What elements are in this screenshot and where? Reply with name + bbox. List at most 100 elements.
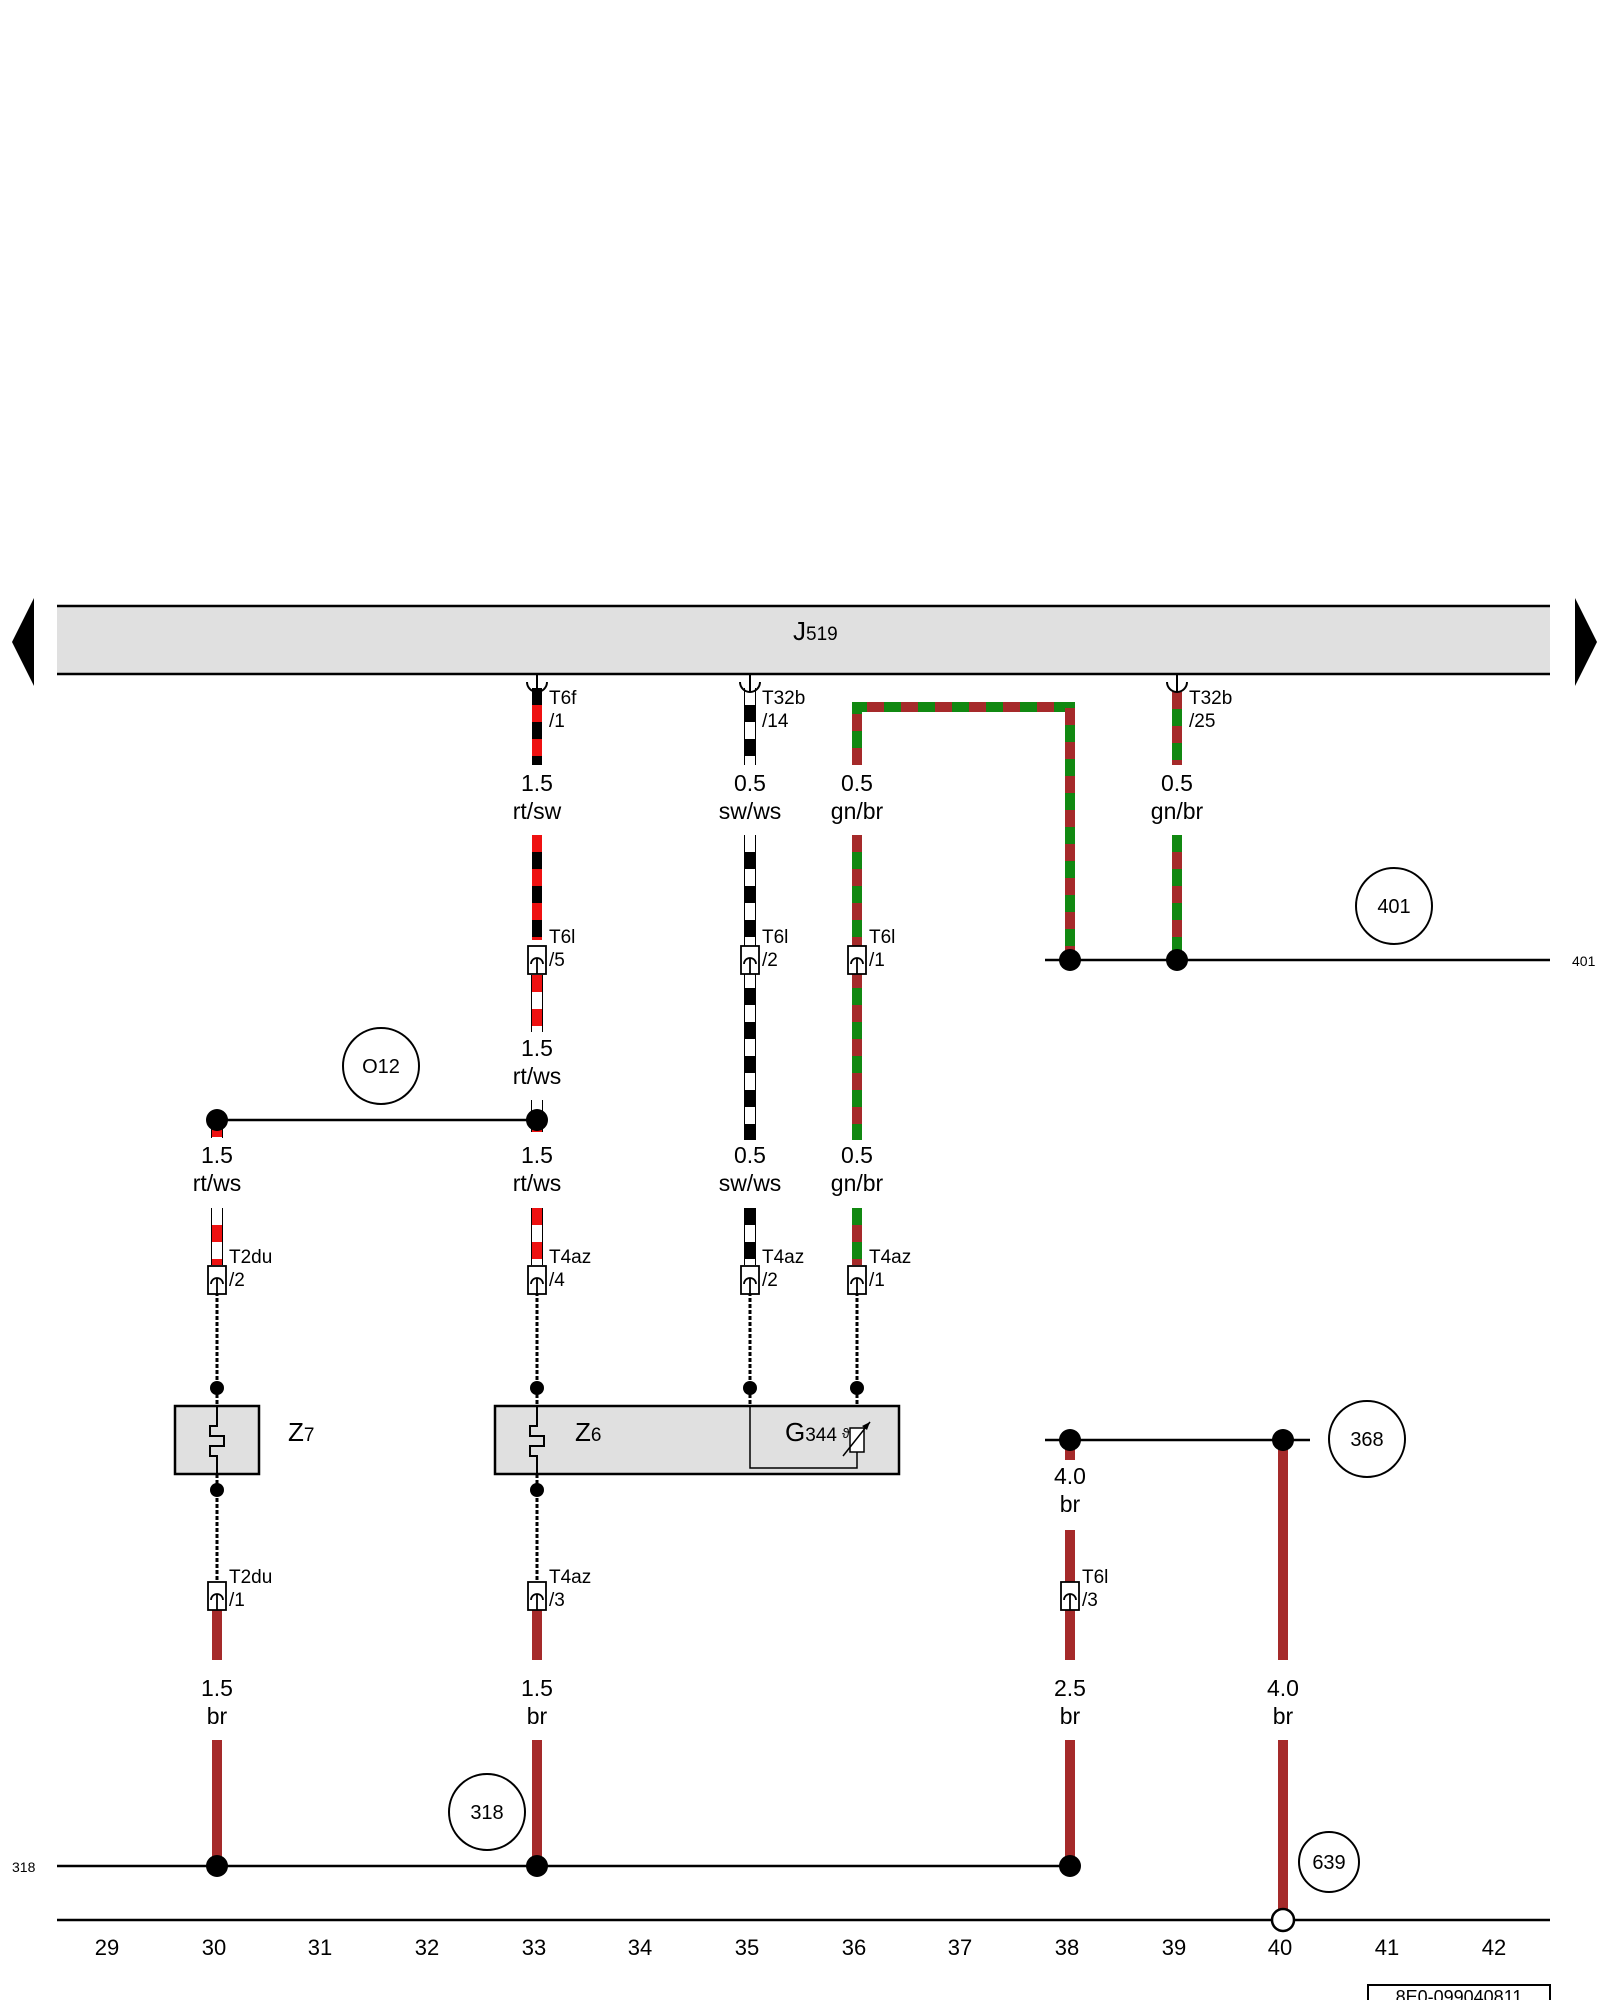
- connector-name: T2du: [229, 1567, 272, 1588]
- wire-color: rt/ws: [513, 1063, 562, 1089]
- component-z7: Z7: [173, 1404, 314, 1476]
- connector-pin: /14: [762, 711, 789, 732]
- plug-arc-c9-icon: [743, 1277, 757, 1294]
- z7-label: Z7: [288, 1417, 314, 1447]
- connector-name: T4az: [549, 1567, 591, 1588]
- track-number: 33: [522, 1935, 546, 1960]
- wire-color: gn/br: [831, 1170, 884, 1196]
- track-number: 40: [1268, 1935, 1292, 1960]
- wire-size: 0.5: [841, 770, 873, 796]
- g344-label: G344: [785, 1417, 837, 1447]
- ref-368-label: 368: [1350, 1429, 1383, 1451]
- diagram-code: 8E0-099040811: [1367, 1984, 1551, 2000]
- wire-size: 1.5: [201, 1142, 233, 1168]
- track-number: 35: [735, 1935, 759, 1960]
- track-number: 42: [1482, 1935, 1506, 1960]
- wire-color: gn/br: [1151, 798, 1204, 824]
- connector-pin: /3: [1082, 1590, 1098, 1611]
- ref-circle-012: [342, 1027, 420, 1105]
- connector-name: T2du: [229, 1247, 272, 1268]
- connector-name: T4az: [762, 1247, 804, 1268]
- ref-012-label: O12: [362, 1056, 400, 1078]
- track-number: 41: [1375, 1935, 1399, 1960]
- connector-pin: /25: [1189, 711, 1215, 732]
- connector-pin: /1: [549, 711, 565, 732]
- wire-color: br: [1060, 1491, 1081, 1517]
- connector-name: T6l: [869, 927, 895, 948]
- variable-arrow-head-icon: [862, 1422, 870, 1430]
- diagram-code-label: 8E0-099040811: [1396, 1987, 1523, 2000]
- diagram-code-box: [1367, 1984, 1551, 2000]
- track-number: 39: [1162, 1935, 1186, 1960]
- ref-639-label: 639: [1312, 1852, 1345, 1874]
- junction-dot: [526, 1855, 548, 1877]
- wire-color: sw/ws: [719, 1170, 782, 1196]
- lead-dot: [210, 1483, 224, 1497]
- pin-sockets: [526, 674, 1188, 693]
- track-number: 36: [842, 1935, 866, 1960]
- connector-name: T6l: [1082, 1567, 1108, 1588]
- ref-318-label: 318: [470, 1802, 503, 1824]
- junction-dot: [1166, 949, 1188, 971]
- wire-color: br: [207, 1703, 228, 1729]
- lead-dot: [743, 1381, 757, 1395]
- control-unit-box: [57, 606, 1550, 674]
- track-number: 29: [95, 1935, 119, 1960]
- connector-labels: T6f /1 T32b /14 T32b /25 T6l /5 T6l /2 T…: [229, 688, 1232, 1611]
- heater-element-icon: [209, 1406, 225, 1474]
- connector-pin: /3: [549, 1590, 565, 1611]
- plug-arc-c11-icon: [210, 1593, 224, 1610]
- connector-name: T32b: [1189, 688, 1232, 709]
- plug-arcs: [210, 957, 1077, 1610]
- wire-labels: 1.5 rt/sw 0.5 sw/ws 0.5 gn/br 0.5 gn/br …: [193, 770, 1299, 1729]
- wire-color: rt/ws: [513, 1170, 562, 1196]
- track-numbers: 29 30 31 32 33 34 35 36 37 38 39 40 41 4…: [95, 1935, 1506, 1960]
- connector-name: T32b: [762, 688, 805, 709]
- wire-size: 1.5: [201, 1675, 233, 1701]
- junction-dot: [1059, 1429, 1081, 1451]
- wire-color: sw/ws: [719, 798, 782, 824]
- ref-401-label: 401: [1377, 896, 1410, 918]
- connector-pin: /4: [549, 1270, 565, 1291]
- z6-label: Z6: [575, 1417, 601, 1447]
- connector-pin: /1: [869, 950, 885, 971]
- track-number: 38: [1055, 1935, 1079, 1960]
- ref-318-edge-label: 318: [12, 1859, 36, 1875]
- connector-name: T6l: [549, 927, 575, 948]
- heater-element-icon: [529, 1406, 545, 1474]
- junction-dot: [1272, 1429, 1294, 1451]
- track-number: 34: [628, 1935, 652, 1960]
- control-unit-label: J519: [793, 616, 838, 646]
- wire-color: br: [1273, 1703, 1294, 1729]
- reference-markers: 401 401 O12 368 318 318 639: [12, 867, 1596, 1893]
- junction-dot: [1059, 1855, 1081, 1877]
- connector-pin: /2: [762, 950, 778, 971]
- wire-color: rt/sw: [513, 798, 562, 824]
- wire-color: br: [1060, 1703, 1081, 1729]
- arrow-right-icon: [1575, 598, 1597, 686]
- socket-c1-icon: [526, 674, 548, 693]
- lead-dot: [850, 1381, 864, 1395]
- junctions: [206, 949, 1294, 1877]
- wires: [211, 688, 1288, 1920]
- wire-size: 1.5: [521, 1035, 553, 1061]
- g344-lead-loop: [749, 1406, 858, 1469]
- track-number: 31: [308, 1935, 332, 1960]
- thin-leads: [215, 1292, 859, 1580]
- wire-color: br: [527, 1703, 548, 1729]
- wire-size: 1.5: [521, 1675, 553, 1701]
- junction-dot: [526, 1109, 548, 1131]
- connector-pin: /5: [549, 950, 565, 971]
- ref-circle-368: [1328, 1400, 1406, 1478]
- wire-color: gn/br: [831, 798, 884, 824]
- wire-gn-br-loop: [852, 702, 1075, 960]
- wire-size: 1.5: [521, 770, 553, 796]
- socket-c3-icon: [1166, 674, 1188, 693]
- ground-point-icon: [1270, 1907, 1296, 1933]
- track-number: 37: [948, 1935, 972, 1960]
- wire-stripe: [852, 702, 1075, 960]
- wire-size: 4.0: [1267, 1675, 1299, 1701]
- connector-pin: /2: [229, 1270, 245, 1291]
- junction-dot: [206, 1109, 228, 1131]
